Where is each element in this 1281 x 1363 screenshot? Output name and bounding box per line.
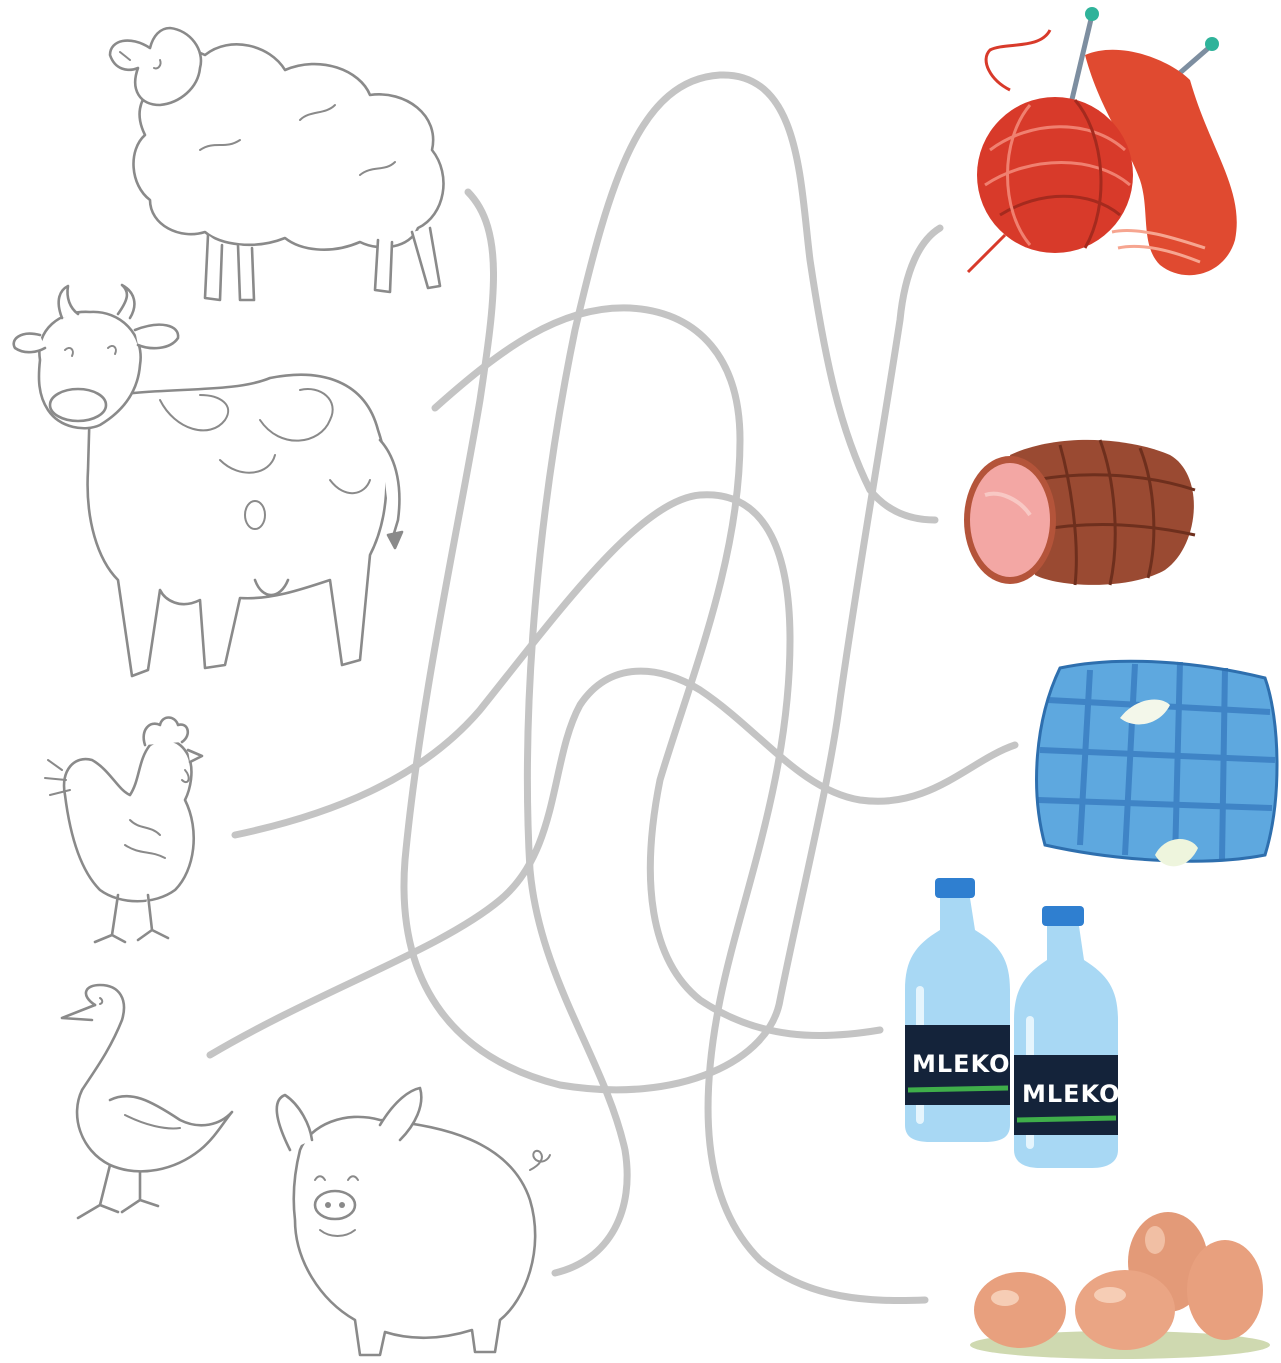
cow-icon[interactable] bbox=[14, 285, 402, 676]
rooster-icon[interactable] bbox=[45, 718, 202, 943]
eggs-icon[interactable] bbox=[970, 1212, 1270, 1359]
yarn-and-knitting-icon[interactable] bbox=[968, 7, 1237, 275]
goose-icon[interactable] bbox=[62, 985, 232, 1218]
maze-path-pig[interactable] bbox=[527, 75, 935, 1273]
sheep-icon[interactable] bbox=[110, 28, 443, 300]
milk-label-right: MLEKO bbox=[1022, 1080, 1121, 1108]
maze-path-goose[interactable] bbox=[210, 671, 1015, 1055]
milk-bottles-icon[interactable]: MLEKO MLEKO bbox=[905, 878, 1121, 1168]
feather-pillow-icon[interactable] bbox=[1037, 661, 1277, 866]
milk-label-left: MLEKO bbox=[912, 1050, 1011, 1078]
maze-path-sheep[interactable] bbox=[404, 192, 940, 1090]
pig-icon[interactable] bbox=[277, 1088, 550, 1355]
ham-icon[interactable] bbox=[964, 440, 1195, 585]
maze-lines bbox=[210, 75, 1015, 1301]
